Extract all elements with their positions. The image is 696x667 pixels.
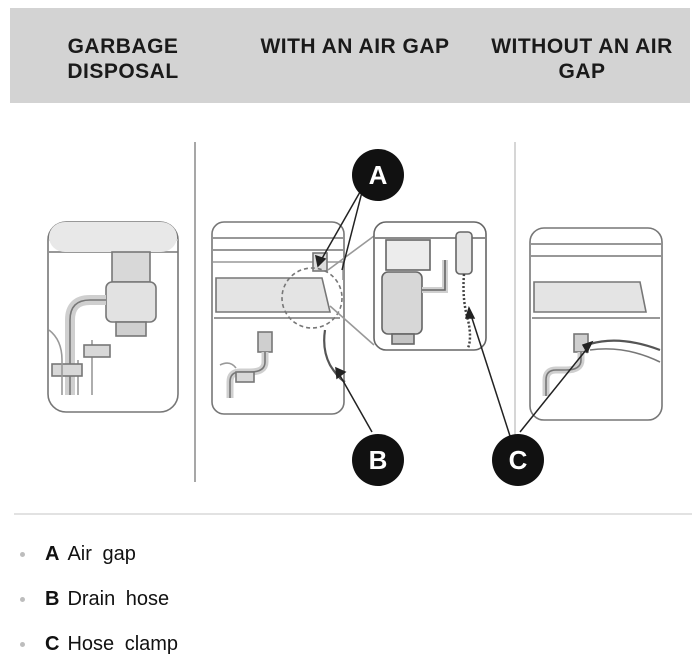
callout-a-label: A: [369, 160, 388, 190]
callout-b-label: B: [369, 445, 388, 475]
header-without-air-gap: WITHOUT AN AIR GAP: [491, 35, 673, 83]
bullet-dot-icon: [20, 597, 25, 602]
air-gap-panel: [211, 221, 346, 415]
legend-text: Air gap: [67, 543, 136, 565]
legend-item: A Air gap: [18, 532, 178, 577]
legend-item: B Drain hose: [18, 577, 178, 622]
callout-leaders: [315, 191, 594, 437]
legend-item: C Hose clamp: [18, 622, 178, 667]
disposal-panel: [47, 221, 179, 413]
header-with-air-gap: WITH AN AIR GAP: [260, 35, 450, 58]
legend: A Air gap B Drain hose C Hose clamp: [18, 532, 178, 667]
legend-key: C: [45, 633, 60, 655]
callout-c-label: C: [509, 445, 528, 475]
no-air-gap-panel: [529, 227, 663, 421]
bullet-dot-icon: [20, 552, 25, 557]
callout-a-circle: [352, 149, 404, 201]
air-gap-zoom-inset: [327, 221, 487, 351]
callout-b-circle: [352, 434, 404, 486]
legend-key: A: [45, 543, 60, 565]
legend-text: Hose clamp: [67, 633, 179, 655]
legend-key: B: [45, 588, 60, 610]
callout-c-circle: [492, 434, 544, 486]
legend-text: Drain hose: [67, 588, 170, 610]
header-bar: [10, 8, 690, 103]
bullet-dot-icon: [20, 642, 25, 647]
header-garbage-disposal: GARBAGE DISPOSAL: [67, 35, 179, 83]
